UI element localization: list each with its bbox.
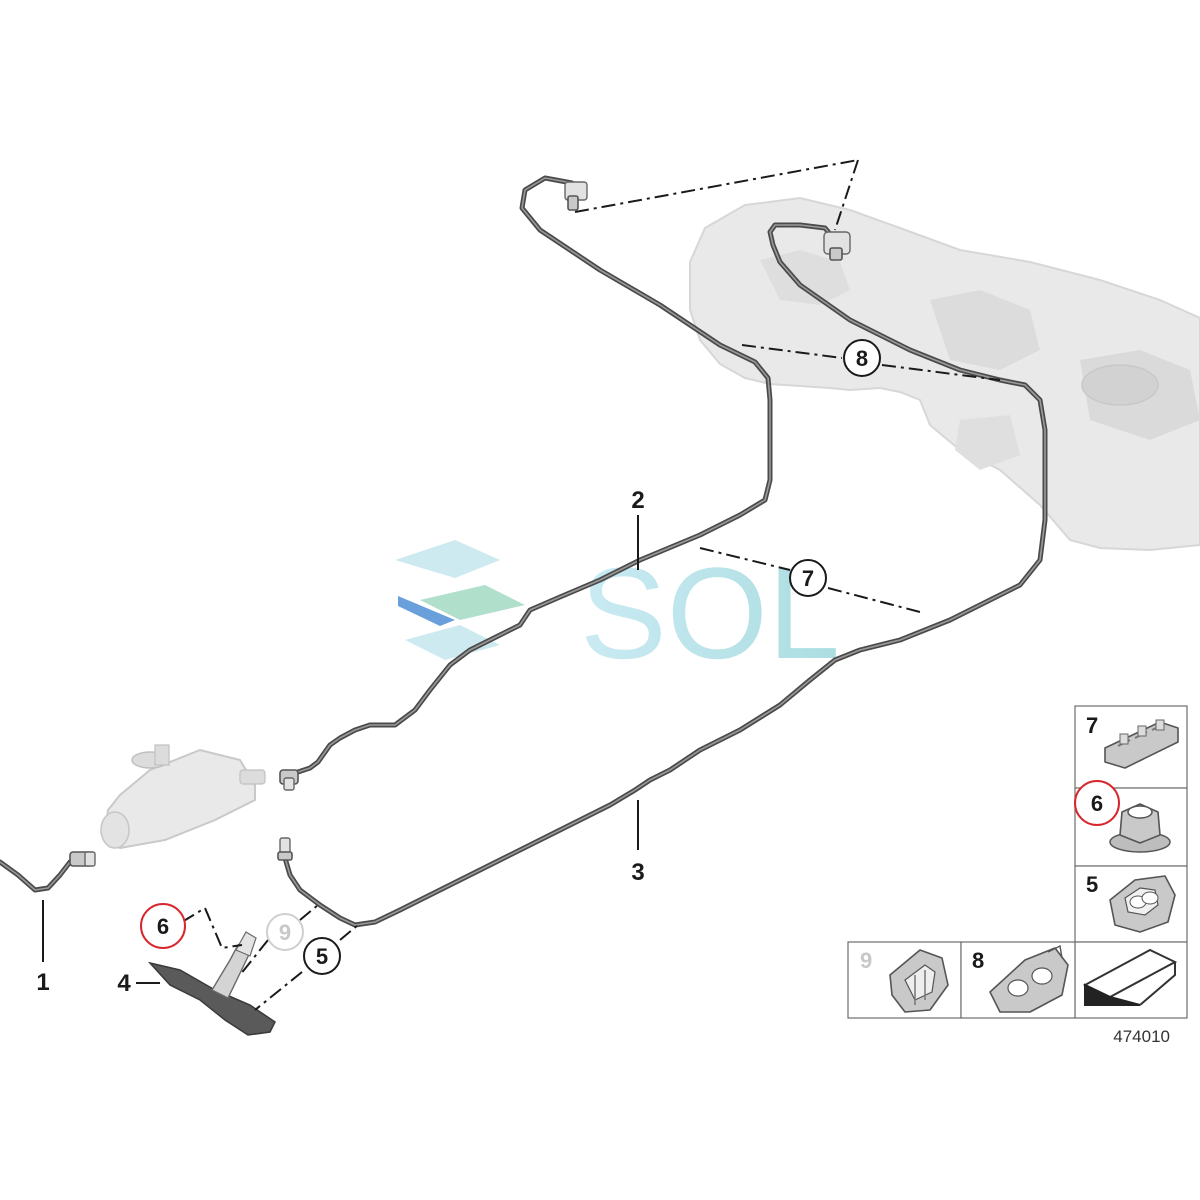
svg-text:3: 3 (631, 859, 644, 886)
legend-item-8: 8 (972, 944, 1069, 1013)
pipe-connector-top-left (564, 181, 588, 211)
callout-9: 9 (266, 913, 304, 951)
svg-text:1: 1 (36, 969, 49, 996)
callout-3: 3 (631, 859, 644, 886)
watermark-logo: SOL (395, 540, 840, 686)
fuel-filter (100, 744, 266, 850)
legend-item-6: 6 (1074, 780, 1171, 853)
svg-text:9: 9 (279, 920, 291, 945)
diagram-number: 474010 (1113, 1027, 1170, 1046)
pipe-connector-top-right (823, 231, 851, 261)
callout-4: 4 (117, 970, 131, 997)
svg-text:9: 9 (860, 948, 872, 973)
callout-6-red: 6 (140, 903, 186, 949)
fuel-line-1 (0, 851, 96, 893)
callout-5: 5 (303, 937, 341, 975)
svg-text:4: 4 (117, 970, 131, 997)
legend-item-5: 5 (1086, 872, 1176, 933)
svg-text:8: 8 (972, 948, 984, 973)
callout-1: 1 (36, 969, 49, 996)
svg-text:2: 2 (631, 487, 644, 514)
svg-text:6: 6 (157, 914, 169, 939)
legend-item-7: 7 (1086, 713, 1179, 769)
svg-text:7: 7 (1086, 713, 1098, 738)
svg-text:5: 5 (316, 944, 328, 969)
callout-2: 2 (631, 487, 644, 514)
legend-item-9: 9 (860, 948, 949, 1013)
bracket-4 (147, 931, 276, 1036)
fuel-line-3-end (277, 837, 293, 861)
callout-7: 7 (789, 559, 827, 597)
leader-lines (42, 159, 1001, 1011)
svg-text:8: 8 (856, 346, 868, 371)
callout-8: 8 (843, 339, 881, 377)
legend-arrow-icon (1082, 948, 1178, 1006)
svg-text:6: 6 (1091, 791, 1103, 816)
svg-text:5: 5 (1086, 872, 1098, 897)
fuel-line-8 (282, 175, 1048, 928)
parts-legend: 7 6 5 (847, 705, 1188, 1019)
svg-text:7: 7 (802, 566, 814, 591)
filter-outlet-connector (279, 769, 299, 791)
